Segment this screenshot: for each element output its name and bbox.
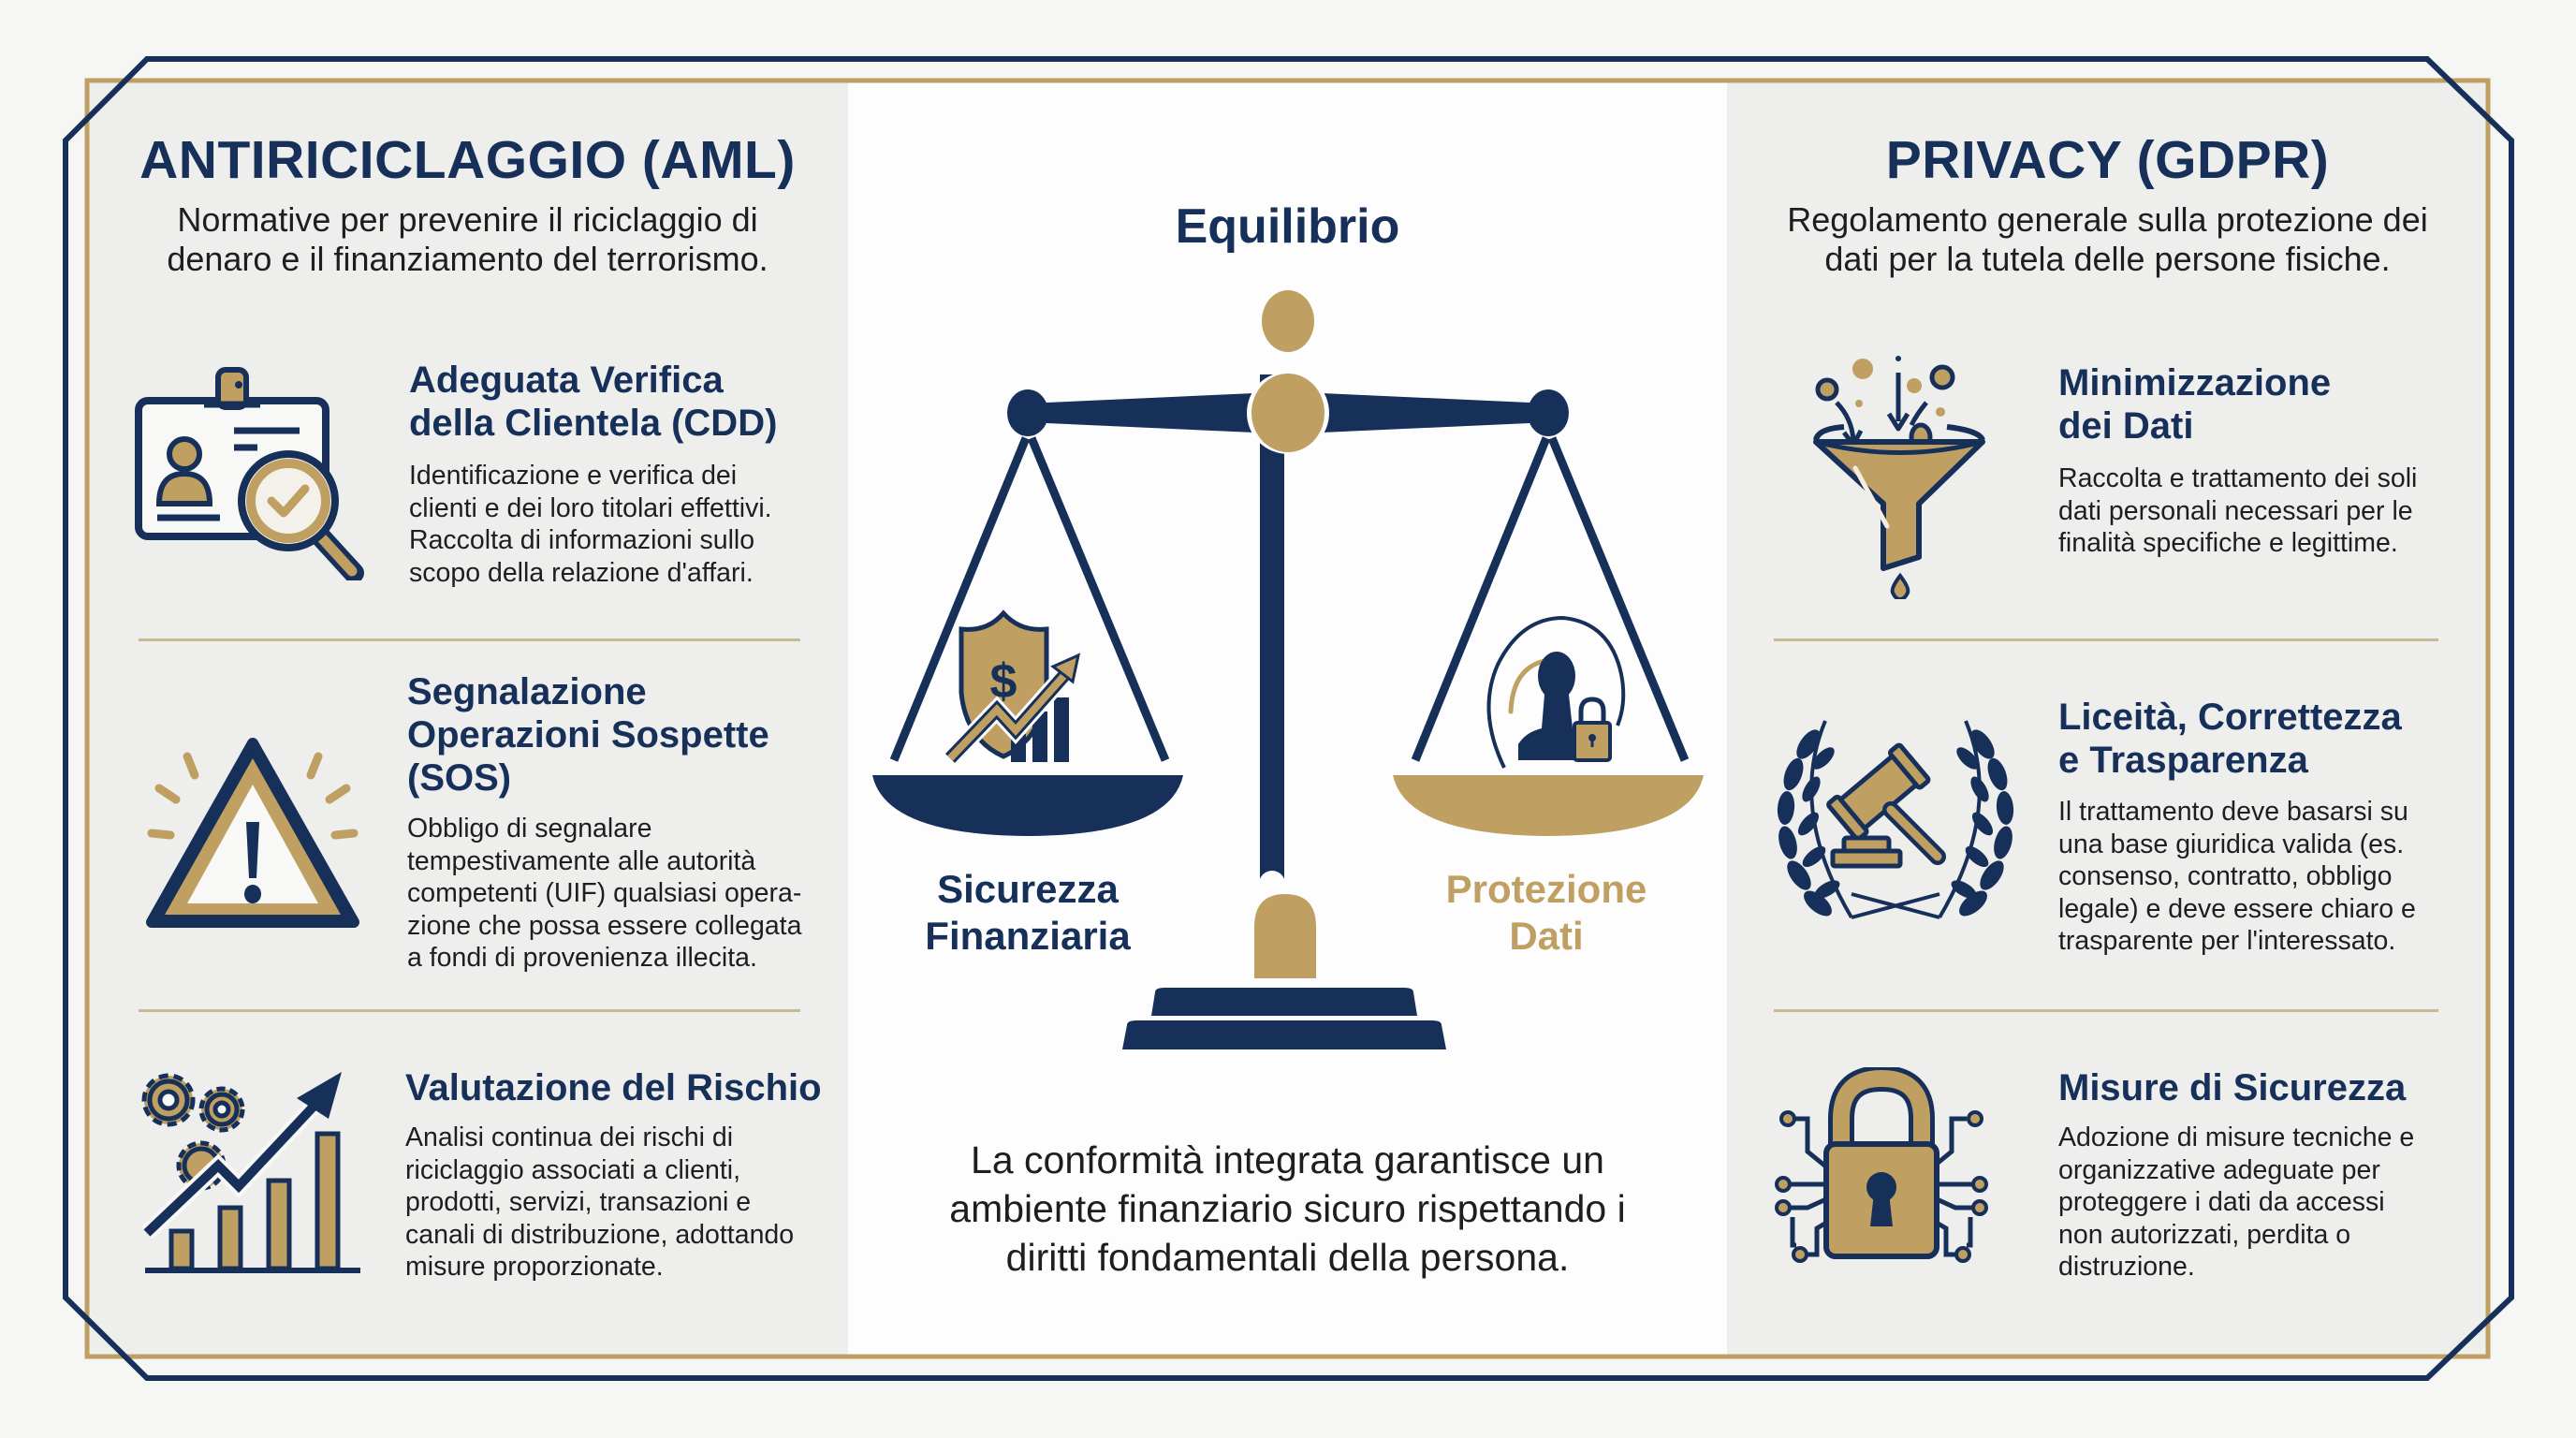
gdpr-title: PRIVACY (GDPR) [1885,130,2330,190]
person-lock-icon [1486,615,1626,769]
security-measures-title: Misure di Sicurezza [2058,1067,2407,1108]
risk-title: Valutazione del Rischio [405,1067,822,1108]
risk-body: Analisi continua dei rischi di riciclagg… [405,1123,795,1282]
aml-panel [87,81,848,1357]
financial-security-label: Sicurezza Finanziaria [925,867,1131,958]
gdpr-divider-1 [1774,638,2438,641]
cdd-title: Adeguata Verifica della Clientela (CDD) [409,360,778,444]
data-protection-label: Protezione Dati [1445,867,1647,958]
shield-dollar-growth-icon: $ [943,609,1081,765]
security-measures-body: Adozione di misure tecniche e organizzat… [2058,1123,2415,1282]
minimization-body: Raccolta e trattamento dei soli dati per… [2058,463,2418,558]
minimization-title: Minimizzazione dei Dati [2058,362,2332,447]
balance-caption: La conformità integrata garantisce un am… [949,1138,1626,1279]
gears-growth-chart-icon [140,1072,360,1273]
padlock-circuit-icon [1775,1067,1988,1263]
sos-title: Segnalazione Operazioni Sospette (SOS) [407,671,769,799]
id-badge-magnifier-check-icon [135,367,364,580]
aml-divider-2 [139,1009,800,1012]
cdd-body: Identificazione e verifica dei clienti e… [409,461,772,588]
balance-title: Equilibrio [1175,199,1400,254]
lawfulness-title: Liceità, Correttezza e Trasparenza [2058,697,2402,781]
gavel-laurel-icon [1777,720,2014,919]
warning-triangle-icon [146,738,359,928]
gdpr-divider-2 [1774,1009,2438,1012]
lawfulness-body: Il trattamento deve basarsi su una base … [2058,797,2416,956]
aml-title: ANTIRICICLAGGIO (AML) [139,130,796,190]
aml-subtitle: Normative per prevenire il riciclaggio d… [167,200,768,278]
funnel-data-icon [1813,356,1985,599]
scale-of-justice-icon: $ [872,290,1704,1049]
gdpr-subtitle: Regolamento generale sulla protezione de… [1787,200,2428,278]
aml-divider-1 [139,638,800,641]
sos-body: Obbligo di segnalare tempestivamente all… [407,814,802,973]
